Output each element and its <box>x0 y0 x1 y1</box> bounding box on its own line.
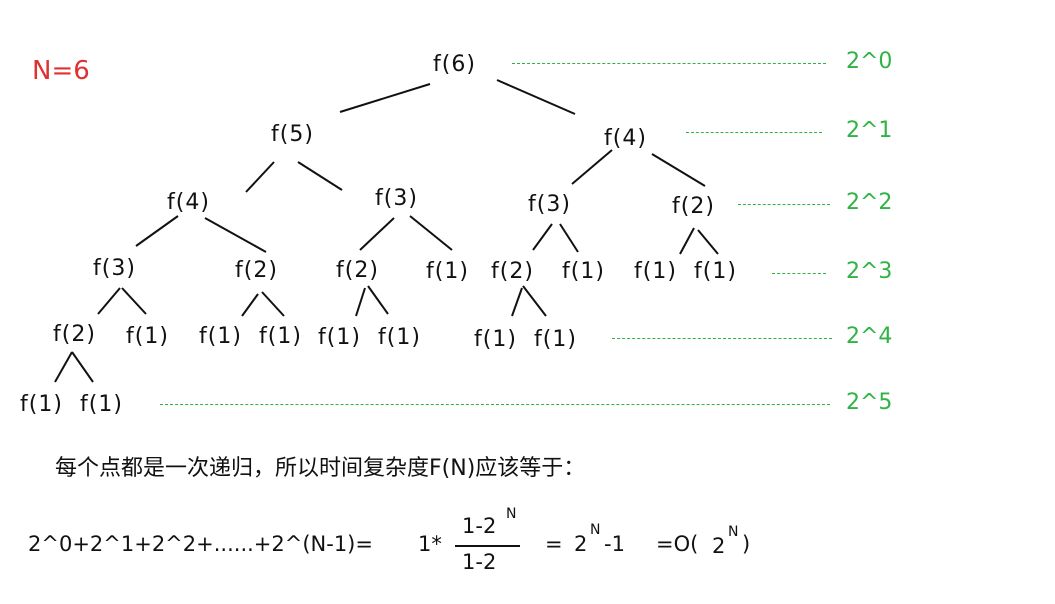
level-dashed-line <box>738 204 830 205</box>
level-count-label: 2^0 <box>846 49 893 74</box>
tree-edge <box>339 83 431 113</box>
tree-node: f(1) <box>562 259 605 284</box>
tree-node: f(3) <box>93 256 136 281</box>
tree-node: f(2) <box>672 194 715 219</box>
tree-node: f(1) <box>259 324 302 349</box>
tree-edge <box>679 227 695 255</box>
tree-edge <box>409 215 453 251</box>
complexity-note: 每个点都是一次递归，所以时间复杂度F(N)应该等于： <box>55 456 586 481</box>
tree-edge <box>297 161 343 191</box>
tree-node: f(1) <box>318 325 361 350</box>
tree-edge <box>54 351 73 383</box>
level-dashed-line <box>686 132 822 133</box>
tree-edge <box>71 351 94 383</box>
tree-node: f(3) <box>528 192 571 217</box>
tree-edge <box>121 287 147 315</box>
tree-node: f(5) <box>271 122 314 147</box>
tree-edge <box>559 223 579 253</box>
level-count-label: 2^2 <box>846 190 893 215</box>
tree-edge <box>241 293 259 317</box>
tree-node: f(1) <box>80 392 123 417</box>
formula-big-o-open: =O( <box>656 532 699 556</box>
tree-node: f(4) <box>604 126 647 151</box>
tree-edge <box>204 217 267 253</box>
tree-node: f(1) <box>474 327 517 352</box>
formula-equals: = <box>545 532 563 556</box>
tree-edge <box>355 287 366 317</box>
tree-edge <box>359 217 395 251</box>
n-value-label: N=6 <box>32 56 90 86</box>
level-dashed-line <box>512 63 826 64</box>
formula-big-o-exponent: N <box>728 524 739 540</box>
tree-edge <box>367 285 389 315</box>
formula-coefficient: 1* <box>418 532 442 556</box>
tree-node: f(2) <box>53 322 96 347</box>
fraction-bar <box>455 545 520 547</box>
tree-node: f(6) <box>433 52 476 77</box>
level-count-label: 2^4 <box>846 324 893 349</box>
tree-node: f(1) <box>20 392 63 417</box>
formula-result-exponent: N <box>590 522 601 538</box>
tree-edge <box>571 149 613 185</box>
tree-node: f(1) <box>694 259 737 284</box>
tree-edge <box>522 285 547 317</box>
tree-node: f(3) <box>375 186 418 211</box>
tree-node: f(2) <box>235 258 278 283</box>
tree-node: f(1) <box>426 259 469 284</box>
tree-edge <box>97 287 121 315</box>
tree-node: f(4) <box>167 190 210 215</box>
tree-edge <box>135 215 179 247</box>
tree-edge <box>511 287 523 317</box>
formula-sum: 2^0+2^1+2^2+......+2^(N-1)= <box>28 532 373 556</box>
formula-numerator-exponent: N <box>506 506 517 522</box>
formula-denominator: 1-2 <box>462 550 497 574</box>
tree-node: f(2) <box>336 258 379 283</box>
formula-big-o-base: 2 <box>712 534 726 558</box>
tree-edge <box>697 229 719 255</box>
level-dashed-line <box>772 273 826 274</box>
tree-edge <box>496 79 576 115</box>
level-count-label: 2^1 <box>846 118 893 143</box>
level-dashed-line <box>612 338 832 339</box>
tree-edge <box>651 153 706 187</box>
tree-edge <box>261 291 285 317</box>
tree-edge <box>532 223 553 251</box>
level-count-label: 2^3 <box>846 259 893 284</box>
formula-result-tail: -1 <box>604 532 625 556</box>
formula-numerator: 1-2 <box>462 514 497 538</box>
tree-node: f(2) <box>491 259 534 284</box>
tree-node: f(1) <box>199 324 242 349</box>
tree-edge <box>245 161 275 193</box>
level-dashed-line <box>160 404 830 405</box>
tree-node: f(1) <box>378 325 421 350</box>
formula-big-o-close: ) <box>742 532 751 556</box>
tree-node: f(1) <box>634 259 677 284</box>
tree-node: f(1) <box>126 324 169 349</box>
formula-result-base: 2 <box>574 532 588 556</box>
level-count-label: 2^5 <box>846 390 893 415</box>
tree-node: f(1) <box>534 327 577 352</box>
